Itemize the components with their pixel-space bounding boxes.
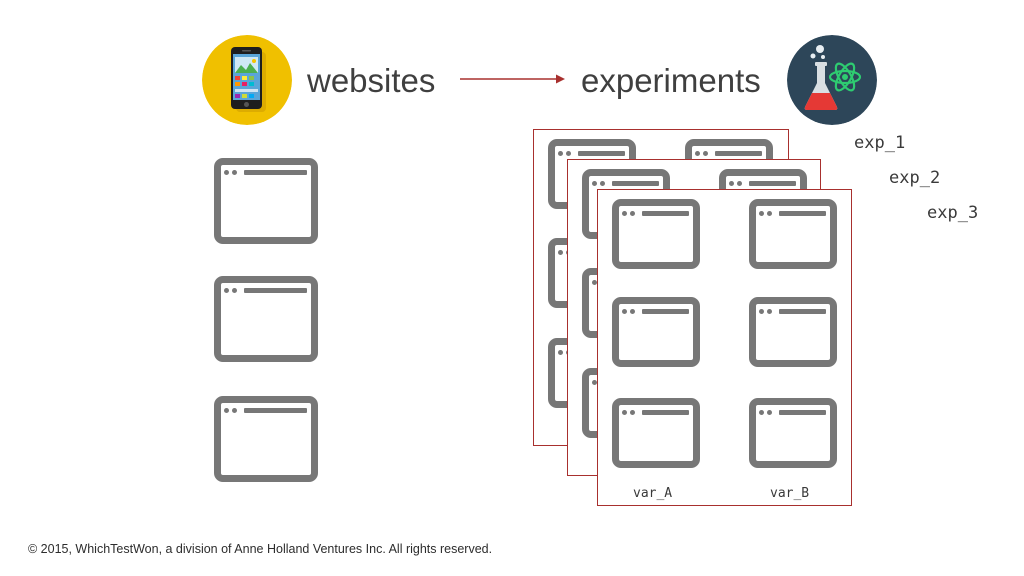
variant-label-b: var_B bbox=[770, 486, 810, 501]
experiment-page-3: var_A var_B bbox=[597, 189, 852, 506]
experiment-label-2: exp_2 bbox=[889, 168, 941, 188]
copyright-footer: © 2015, WhichTestWon, a division of Anne… bbox=[28, 542, 493, 556]
variant-window-icon bbox=[612, 398, 700, 468]
variant-window-icon bbox=[612, 297, 700, 367]
experiments-label: experiments bbox=[581, 62, 761, 99]
experiment-label-3: exp_3 bbox=[927, 203, 979, 223]
smartphone-icon bbox=[202, 35, 292, 125]
website-window-icon bbox=[214, 276, 318, 362]
variant-window-icon bbox=[612, 199, 700, 269]
science-flask-atom-icon bbox=[787, 35, 877, 125]
variant-window-icon bbox=[749, 297, 837, 367]
websites-circle bbox=[202, 35, 292, 125]
variant-window-icon bbox=[749, 199, 837, 269]
website-window-icon bbox=[214, 158, 318, 244]
experiments-circle bbox=[787, 35, 877, 125]
experiment-label-1: exp_1 bbox=[854, 133, 906, 153]
variant-window-icon bbox=[749, 398, 837, 468]
variant-label-a: var_A bbox=[633, 486, 673, 501]
website-window-icon bbox=[214, 396, 318, 482]
arrow-right-icon bbox=[460, 74, 565, 84]
websites-label: websites bbox=[307, 62, 436, 99]
